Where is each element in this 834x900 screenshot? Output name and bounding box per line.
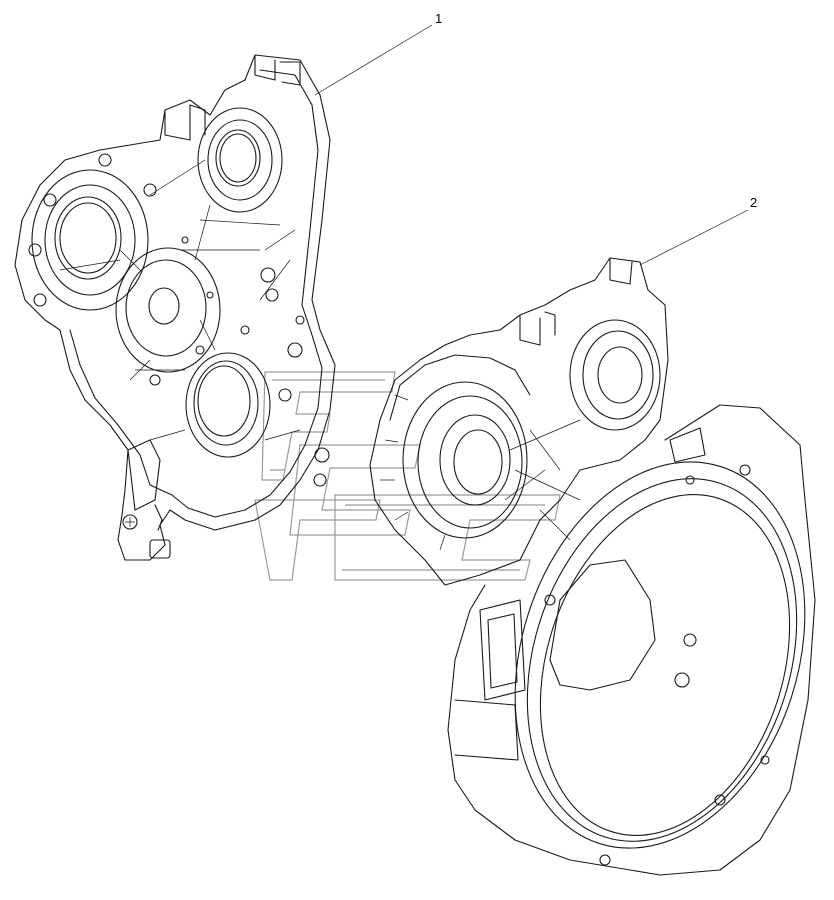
- leader-line-2: [639, 209, 749, 266]
- part-2-flywheel-housing: [369, 257, 816, 876]
- callout-label-1: 1: [435, 11, 443, 26]
- watermark-logo: [254, 371, 561, 581]
- part-1-gear-housing: [14, 54, 336, 561]
- callout-label-2: 2: [750, 195, 758, 210]
- leader-line-1: [314, 24, 433, 96]
